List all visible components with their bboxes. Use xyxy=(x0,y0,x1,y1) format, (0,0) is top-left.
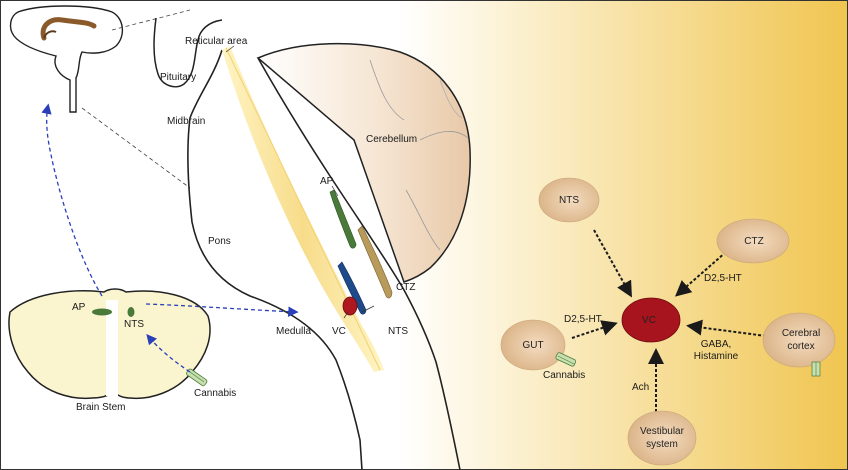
ctz-area xyxy=(357,225,393,299)
corpus-detail xyxy=(43,30,57,39)
label-pituitary: Pituitary xyxy=(160,72,196,83)
cortex-stem xyxy=(811,361,821,377)
label-ap-stem: AP xyxy=(72,302,86,313)
node-vc xyxy=(621,297,681,343)
edge-label-cortex-vc-1: GABA, xyxy=(701,339,732,350)
arrow-gut-vc xyxy=(571,320,618,339)
label-pons: Pons xyxy=(208,236,231,247)
node-vestibular xyxy=(627,410,697,466)
arrow-cortex-vc xyxy=(686,319,767,337)
node-cortex xyxy=(762,312,836,368)
label-cannabis-right: Cannabis xyxy=(543,370,585,381)
cerebellum-fold-4 xyxy=(439,79,463,119)
vc-area xyxy=(342,296,358,316)
label-midbrain: Midbrain xyxy=(167,116,205,127)
nts-stem-spot xyxy=(127,307,135,317)
label-vc-upper: VC xyxy=(332,326,346,337)
arrow-nts-to-medulla xyxy=(145,303,299,317)
node-vestibular-label-1: Vestibular xyxy=(640,426,685,437)
label-ap-upper: AP xyxy=(320,176,334,187)
label-brain-stem: Brain Stem xyxy=(76,402,125,413)
edge-label-gut-vc: D2,5-HT xyxy=(564,314,602,325)
vc-pointer xyxy=(343,311,349,319)
label-cannabis-left: Cannabis xyxy=(194,388,236,399)
label-nts-stem: NTS xyxy=(124,319,144,330)
pituitary-outline xyxy=(153,17,223,88)
ap-pointer xyxy=(331,185,339,197)
brainstem-back-edge xyxy=(257,57,461,470)
arrow-cannabis-to-nts xyxy=(146,334,191,373)
reticular-core xyxy=(225,47,381,371)
nts-pointer xyxy=(361,305,375,313)
cerebellum-fold-3 xyxy=(405,189,441,251)
node-cortex-label-2: cortex xyxy=(787,341,814,352)
cerebellum-fold-2 xyxy=(419,131,469,141)
label-ctz-upper: CTZ xyxy=(396,282,415,293)
node-cortex-label-1: Cerebral xyxy=(782,328,820,339)
zoom-line-bottom xyxy=(81,107,191,189)
cannabis-right xyxy=(555,352,577,367)
ap-area xyxy=(329,189,357,249)
arrow-ctz-vc xyxy=(674,251,727,297)
edge-label-cortex-vc-2: Histamine xyxy=(694,351,739,362)
brain-stem-midline xyxy=(106,300,118,396)
arrow-stem-to-head xyxy=(41,103,103,297)
label-nts-upper: NTS xyxy=(388,326,408,337)
label-reticular-area: Reticular area xyxy=(185,36,248,47)
node-vc-label: VC xyxy=(642,315,656,326)
edge-label-vestibular-vc: Ach xyxy=(632,382,649,393)
ap-stem-spot xyxy=(92,308,112,316)
corpus-callosum xyxy=(40,17,97,41)
node-nts-label: NTS xyxy=(559,195,579,206)
nts-area xyxy=(337,261,367,315)
edge-label-ctz-vc: D2,5-HT xyxy=(704,273,742,284)
label-cerebellum: Cerebellum xyxy=(366,134,417,145)
node-ctz-label: CTZ xyxy=(744,236,763,247)
brainstem-front-edge xyxy=(187,49,363,470)
head-sketch xyxy=(9,5,123,113)
node-ctz xyxy=(716,218,790,264)
node-vestibular-label-2: system xyxy=(646,439,678,450)
node-nts xyxy=(538,177,600,223)
reticular-pointer xyxy=(225,45,235,53)
cerebellum-fold-1 xyxy=(369,59,405,121)
node-gut-label: GUT xyxy=(522,340,543,351)
label-medulla: Medulla xyxy=(276,326,311,337)
cerebellum-shape xyxy=(256,42,471,283)
node-gut xyxy=(500,319,566,371)
arrow-nts-vc xyxy=(593,229,632,298)
cannabis-left xyxy=(186,368,208,387)
